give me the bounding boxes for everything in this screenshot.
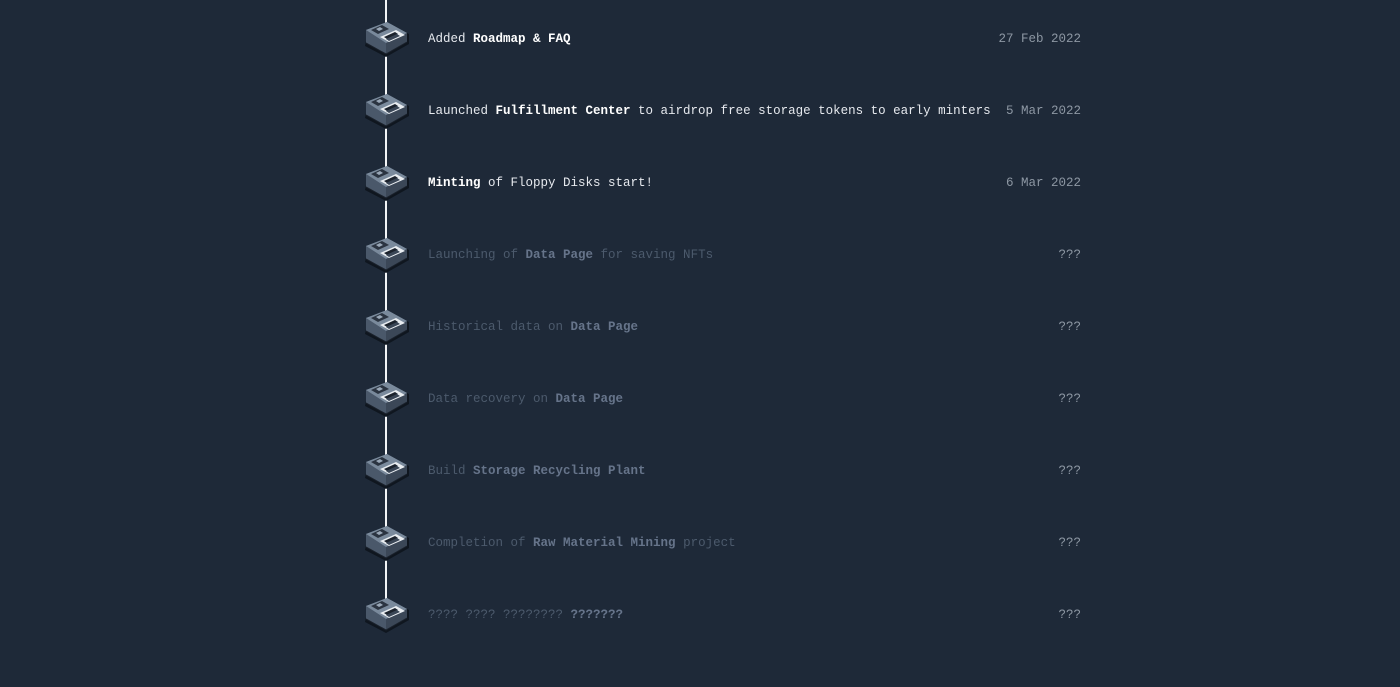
roadmap-timeline: Added Roadmap & FAQ 27 Feb 2022 Launched… (0, 0, 1400, 634)
timeline-item: Completion of Raw Material Mining projec… (0, 526, 1400, 615)
timeline-item-date: 27 Feb 2022 (998, 32, 1081, 46)
timeline-item-description: Data recovery on Data Page (428, 392, 624, 406)
timeline-item-date: ??? (1058, 536, 1081, 550)
timeline-item: ???? ???? ???????? ??????? ??? (0, 598, 1400, 687)
timeline-item-date: ??? (1058, 392, 1081, 406)
timeline-item-description: ???? ???? ???????? ??????? (428, 608, 624, 622)
timeline-item-date: 5 Mar 2022 (1005, 104, 1081, 118)
timeline-item-description: Completion of Raw Material Mining projec… (428, 536, 736, 550)
timeline-item: Added Roadmap & FAQ 27 Feb 2022 (0, 22, 1400, 111)
timeline-item-date: ??? (1058, 248, 1081, 262)
timeline-item-description: Minting of Floppy Disks start! (428, 176, 654, 190)
floppy-disk-icon (364, 166, 410, 202)
floppy-disk-icon (364, 22, 410, 58)
timeline-item-date: ??? (1058, 608, 1081, 622)
floppy-disk-icon (364, 238, 410, 274)
timeline-item-date: ??? (1058, 320, 1081, 334)
timeline-item-date: ??? (1058, 464, 1081, 478)
timeline-item-description: Launching of Data Page for saving NFTs (428, 248, 714, 262)
timeline-item: Launching of Data Page for saving NFTs ?… (0, 238, 1400, 327)
timeline-item-description: Launched Fulfillment Center to airdrop f… (428, 104, 991, 118)
timeline-item: Build Storage Recycling Plant ??? (0, 454, 1400, 543)
floppy-disk-icon (364, 454, 410, 490)
timeline-rail (385, 0, 387, 612)
timeline-item: Minting of Floppy Disks start! 6 Mar 202… (0, 166, 1400, 255)
timeline-item-date: 6 Mar 2022 (1005, 176, 1081, 190)
timeline-item-description: Historical data on Data Page (428, 320, 639, 334)
timeline-item-description: Build Storage Recycling Plant (428, 464, 646, 478)
timeline-item: Data recovery on Data Page ??? (0, 382, 1400, 471)
floppy-disk-icon (364, 598, 410, 634)
floppy-disk-icon (364, 94, 410, 130)
timeline-item: Historical data on Data Page ??? (0, 310, 1400, 399)
floppy-disk-icon (364, 526, 410, 562)
floppy-disk-icon (364, 382, 410, 418)
floppy-disk-icon (364, 310, 410, 346)
timeline-item-description: Added Roadmap & FAQ (428, 32, 571, 46)
timeline-item: Launched Fulfillment Center to airdrop f… (0, 94, 1400, 183)
